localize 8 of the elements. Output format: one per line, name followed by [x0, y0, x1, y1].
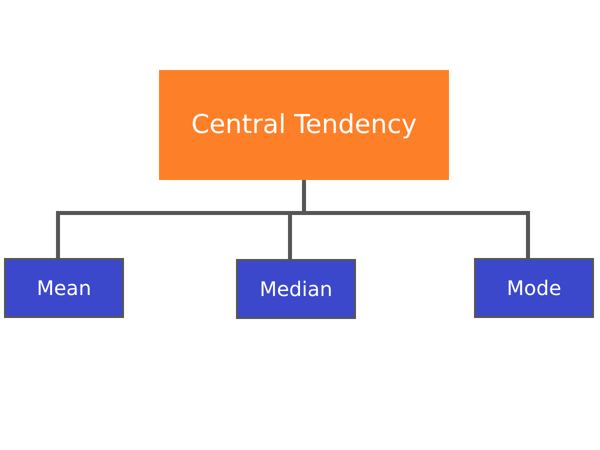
node-label: Mean — [36, 276, 92, 300]
node-label: Median — [260, 277, 332, 301]
category-box — [474, 258, 594, 318]
category-box — [4, 258, 124, 318]
topic-box — [159, 70, 449, 180]
category-box — [236, 259, 356, 319]
node-label: Central Tendency — [191, 110, 417, 140]
node-label: Mode — [506, 276, 562, 300]
